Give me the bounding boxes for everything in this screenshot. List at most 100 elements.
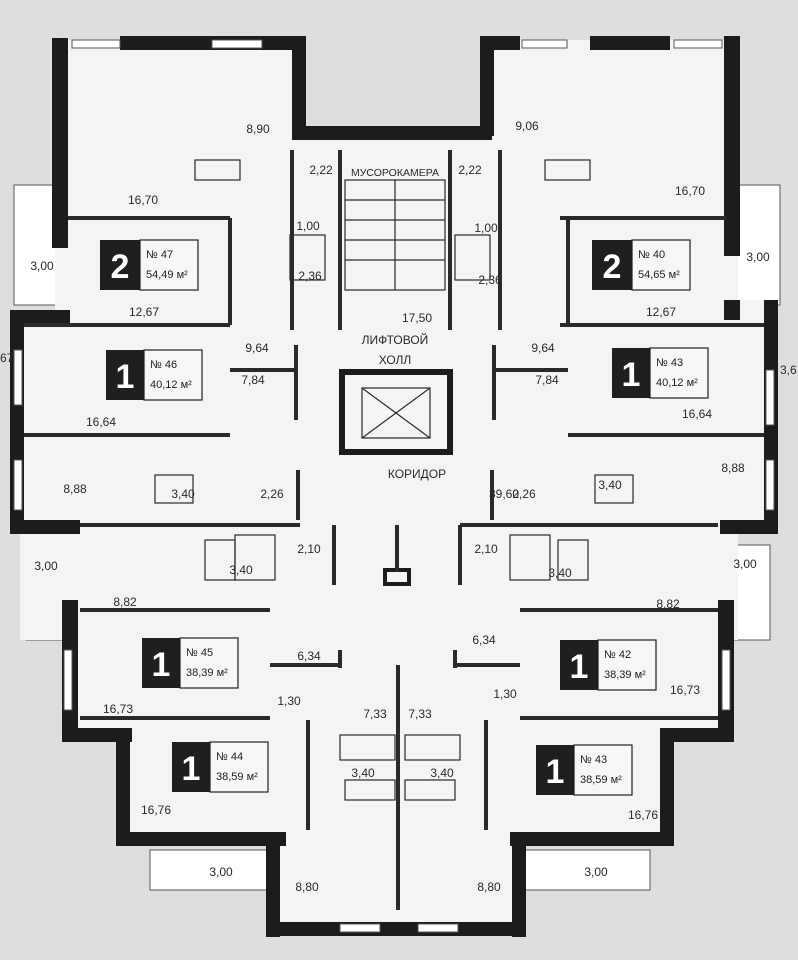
room-area: 7,84 (535, 373, 559, 387)
room-area: 16,70 (675, 184, 705, 198)
apartment-badge: 1 № 46 40,12 м² (106, 349, 203, 401)
room-area: 2,36 (478, 273, 502, 287)
room-area: 9,06 (515, 119, 539, 133)
hall-area-label: 17,50 (402, 311, 432, 325)
apartment-info-box (597, 639, 657, 691)
room-area: 8,82 (656, 597, 680, 611)
room-area: 12,67 (646, 305, 676, 319)
elevator-hall-label: ЛИФТОВОЙ (362, 332, 429, 347)
apartment-area: 38,59 м² (216, 771, 258, 783)
room-area: 8,88 (721, 461, 745, 475)
room-area: 2,22 (309, 163, 333, 177)
wall (62, 728, 132, 742)
stairwell (344, 179, 446, 291)
apartment-badge: 2 № 47 54,49 м² (100, 239, 199, 291)
apartment-badge: 1 № 43 38,59 м² (536, 744, 633, 796)
room-count-box (142, 638, 180, 688)
apartment-area: 40,12 м² (150, 379, 192, 391)
room-count-box (172, 742, 210, 792)
apartment-number: № 40 (638, 249, 665, 261)
room-area: 12,67 (129, 305, 159, 319)
apartment-number: № 43 (580, 754, 607, 766)
corridor-label: КОРИДОР (388, 467, 446, 481)
elevator-hall-label: ХОЛЛ (379, 353, 412, 367)
room-area: 2,22 (458, 163, 482, 177)
room-area: 2,10 (297, 542, 321, 556)
apartment-badge: 1 № 42 38,39 м² (560, 639, 657, 691)
apartment-room-count: 2 (111, 248, 130, 286)
room-area: 3,40 (430, 766, 454, 780)
room-area: 3,40 (351, 766, 375, 780)
room-count-box (560, 640, 598, 690)
apartment-badge: 2 № 40 54,65 м² (592, 239, 691, 291)
room-area: 2,36 (298, 269, 322, 283)
apartment-badge: 1 № 44 38,59 м² (172, 741, 269, 793)
room-area: 8,80 (295, 880, 319, 894)
apartment-number: № 44 (216, 751, 243, 763)
wall (590, 36, 670, 50)
apartment-area: 38,39 м² (186, 667, 228, 679)
room-area: 2,10 (474, 542, 498, 556)
apartment-room-count: 2 (603, 248, 622, 286)
wall (292, 126, 492, 140)
apartment-info-box (649, 347, 709, 399)
wall (724, 36, 740, 256)
apartment-info-box (143, 349, 203, 401)
apartment-info-box (139, 239, 199, 291)
apartment-room-count: 1 (152, 646, 171, 684)
room-area: 8,90 (246, 122, 270, 136)
apartment-area: 54,49 м² (146, 269, 188, 281)
apartment-area: 38,59 м² (580, 774, 622, 786)
apartment-number: № 43 (656, 357, 683, 369)
wall (724, 300, 740, 320)
room-area: 3,00 (209, 865, 233, 879)
wall (10, 520, 80, 534)
interior-walls (24, 150, 764, 910)
room-area: 16,70 (128, 193, 158, 207)
room-area: 6,34 (297, 649, 321, 663)
room-area: 2,26 (260, 487, 284, 501)
floor-area (20, 40, 775, 930)
wall (120, 36, 300, 50)
room-area: 3,00 (746, 250, 770, 264)
wall (10, 310, 70, 324)
apartment-area: 40,12 м² (656, 377, 698, 389)
room-area: 1,00 (296, 219, 320, 233)
room-area: 8,88 (63, 482, 87, 496)
apartment-room-count: 1 (622, 356, 641, 394)
room-count-box (592, 240, 632, 290)
room-area: 3,40 (171, 487, 195, 501)
room-area: 3,00 (584, 865, 608, 879)
wall (292, 36, 306, 136)
apartment-info-box (573, 744, 633, 796)
wall (720, 520, 778, 534)
room-area: 3,40 (229, 563, 253, 577)
room-area: 7,33 (363, 707, 387, 721)
room-count-box (100, 240, 140, 290)
apartment-number: № 46 (150, 359, 177, 371)
room-area: 6,34 (472, 633, 496, 647)
wall (660, 728, 674, 843)
apartment-area: 54,65 м² (638, 269, 680, 281)
wall (52, 38, 68, 248)
room-area-labels: 8,90 9,06 2,22 2,22 16,70 16,70 1,00 1,0… (30, 119, 770, 894)
wall (266, 922, 526, 936)
room-area: 8,82 (113, 595, 137, 609)
room-count-box (106, 350, 144, 400)
apartment-area: 38,39 м² (604, 669, 646, 681)
room-area: 16,76 (141, 803, 171, 817)
room-area: 3,40 (598, 478, 622, 492)
room-area: 7,84 (241, 373, 265, 387)
apartment-number: № 45 (186, 647, 213, 659)
balcony (514, 849, 651, 891)
room-area: 7,33 (408, 707, 432, 721)
room-area: 16,76 (628, 808, 658, 822)
elevator-shaft (339, 369, 453, 455)
windows (13, 39, 775, 933)
wall (512, 832, 526, 937)
apartment-room-count: 1 (570, 648, 589, 686)
room-area: 16,73 (103, 702, 133, 716)
room-area: 1,30 (493, 687, 517, 701)
apartment-info-box (179, 637, 239, 689)
